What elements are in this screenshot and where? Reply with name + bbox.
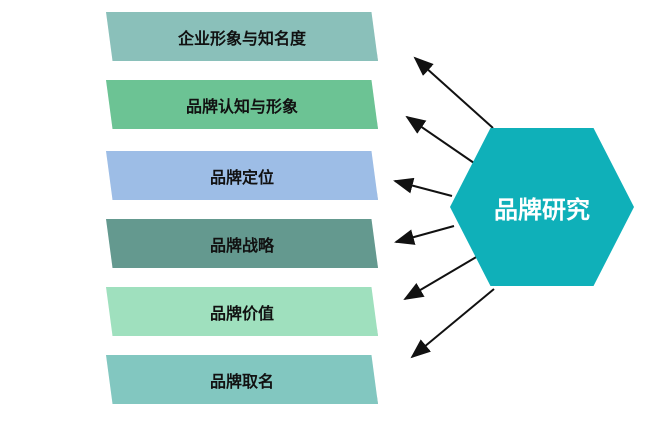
item-label: 企业形象与知名度	[177, 28, 306, 48]
item-label: 品牌定位	[209, 167, 274, 187]
item-box-5: 品牌价值	[106, 287, 378, 336]
arrow-2	[405, 115, 475, 164]
item-box-4: 品牌战略	[106, 219, 378, 268]
item-label: 品牌认知与形象	[185, 96, 298, 116]
item-box-6: 品牌取名	[106, 355, 378, 404]
item-box-2: 品牌认知与形象	[106, 80, 378, 129]
item-label: 品牌价值	[209, 303, 274, 323]
center-label: 品牌研究	[494, 195, 590, 224]
item-box-1: 企业形象与知名度	[106, 12, 378, 61]
arrow-6	[410, 288, 495, 359]
arrow-1	[413, 56, 494, 129]
item-label: 品牌战略	[209, 235, 274, 255]
center-hexagon: 品牌研究	[450, 128, 634, 286]
arrow-5	[403, 255, 479, 301]
arrow-4	[394, 225, 455, 245]
item-box-3: 品牌定位	[106, 151, 378, 200]
item-label: 品牌取名	[209, 371, 274, 391]
arrow-3	[393, 177, 453, 197]
